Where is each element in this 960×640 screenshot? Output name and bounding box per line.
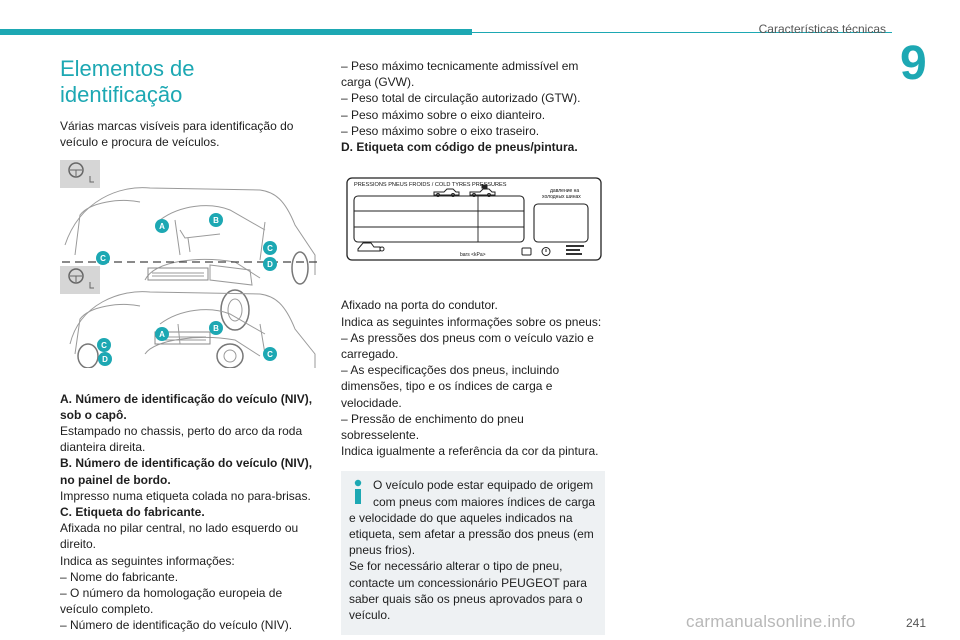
vehicle-identification-illustration: A B C C D A B <box>60 160 318 370</box>
item-c-info: Indica as seguintes informações: <box>60 553 235 568</box>
label-units: bars <kPa> <box>460 252 486 258</box>
label-russian-line-1: давление на <box>550 188 579 194</box>
list-item: – Peso total de circulação autorizado (G… <box>341 91 581 106</box>
item-d-title: D. Etiqueta com código de pneus/pintura. <box>341 140 578 155</box>
intro-text: Várias marcas visíveis para identificaçã… <box>60 119 294 150</box>
list-item: – Número de identificação do veículo (NI… <box>60 618 293 633</box>
list-item: – Pressão de enchimento do pneu sobresse… <box>341 411 524 443</box>
page-title: Elementos de identificação <box>60 56 195 107</box>
svg-text:C: C <box>101 341 107 350</box>
page-number: 241 <box>906 616 927 630</box>
list-item: – As especificações dos pneus, incluindo… <box>341 363 560 410</box>
watermark: carmanualsonline.info <box>686 612 856 631</box>
identification-markers: A B C C D A B <box>96 213 277 367</box>
header-rule <box>472 32 892 33</box>
svg-text:A: A <box>159 330 165 339</box>
tyre-warning-icons <box>521 247 551 257</box>
svg-text:C: C <box>267 244 273 253</box>
marker-d: D <box>98 352 112 367</box>
label-header: PRESSIONS PNEUS FROIDS / COLD TYRES PRES… <box>354 182 507 188</box>
marker-c: C <box>97 338 111 353</box>
list-item: – Peso máximo sobre o eixo dianteiro. <box>341 107 546 122</box>
header-accent-bar <box>0 29 472 35</box>
svg-text:B: B <box>213 324 219 333</box>
info-paragraph-2: Se for necessário alterar o tipo de pneu… <box>349 559 587 623</box>
svg-text:D: D <box>102 355 108 364</box>
tyre-pressure-label-illustration: PRESSIONS PNEUS FROIDS / COLD TYRES PRES… <box>346 177 602 261</box>
car-unloaded-icon <box>433 188 460 198</box>
paint-code-box <box>533 203 589 243</box>
list-item: – O número da homologação europeia de ve… <box>60 586 283 617</box>
item-c-title: C. Etiqueta do fabricante. <box>60 505 205 520</box>
marker-d: D <box>263 257 277 272</box>
marker-c: C <box>263 347 277 362</box>
paint-code-text <box>566 245 584 256</box>
svg-text:C: C <box>100 254 106 263</box>
item-a-text: Estampado no chassis, perto do arco da r… <box>60 424 303 455</box>
svg-text:A: A <box>159 222 165 231</box>
bottom-van-illustration <box>60 266 316 370</box>
info-paragraph-1: O veículo pode estar equipado de origem … <box>349 478 596 558</box>
svg-text:B: B <box>213 216 219 225</box>
chapter-number: 9 <box>900 37 927 90</box>
info-box: O veículo pode estar equipado de origem … <box>341 471 605 636</box>
list-item: – Nome do fabricante. <box>60 569 179 584</box>
label-russian-line-2: холодных шинах <box>542 194 581 200</box>
marker-a: A <box>155 327 169 342</box>
svg-text:D: D <box>267 260 273 269</box>
item-d-text-2: Indica as seguintes informações sobre os… <box>341 314 602 329</box>
marker-c: C <box>96 251 110 266</box>
marker-b: B <box>209 321 223 336</box>
section-title: Características técnicas <box>758 22 886 36</box>
list-item: – Peso máximo tecnicamente admissível em… <box>341 59 579 90</box>
list-item: – As pressões dos pneus com o veículo va… <box>341 330 594 362</box>
item-b-text: Impresso numa etiqueta colada no para-br… <box>60 488 311 503</box>
item-d-text-1: Afixado na porta do condutor. <box>341 298 498 313</box>
spare-tyre-car-icon <box>357 242 385 252</box>
svg-text:C: C <box>267 350 273 359</box>
info-icon <box>354 480 362 505</box>
item-c-text: Afixada no pilar central, no lado esquer… <box>60 521 299 552</box>
right-column: – Peso máximo tecnicamente admissível em… <box>341 58 605 636</box>
item-a-title: A. Número de identificação do veículo (N… <box>60 391 313 422</box>
marker-b: B <box>209 213 223 228</box>
car-loaded-icon <box>469 184 496 198</box>
item-d-text-3: Indica igualmente a referência da cor da… <box>341 444 599 459</box>
item-b-title: B. Número de identificação do veículo (N… <box>60 456 313 487</box>
left-column: Elementos de identificação Várias marcas… <box>60 56 322 634</box>
marker-c: C <box>263 241 277 256</box>
list-item: – Peso máximo sobre o eixo traseiro. <box>341 123 540 138</box>
marker-a: A <box>155 219 169 234</box>
